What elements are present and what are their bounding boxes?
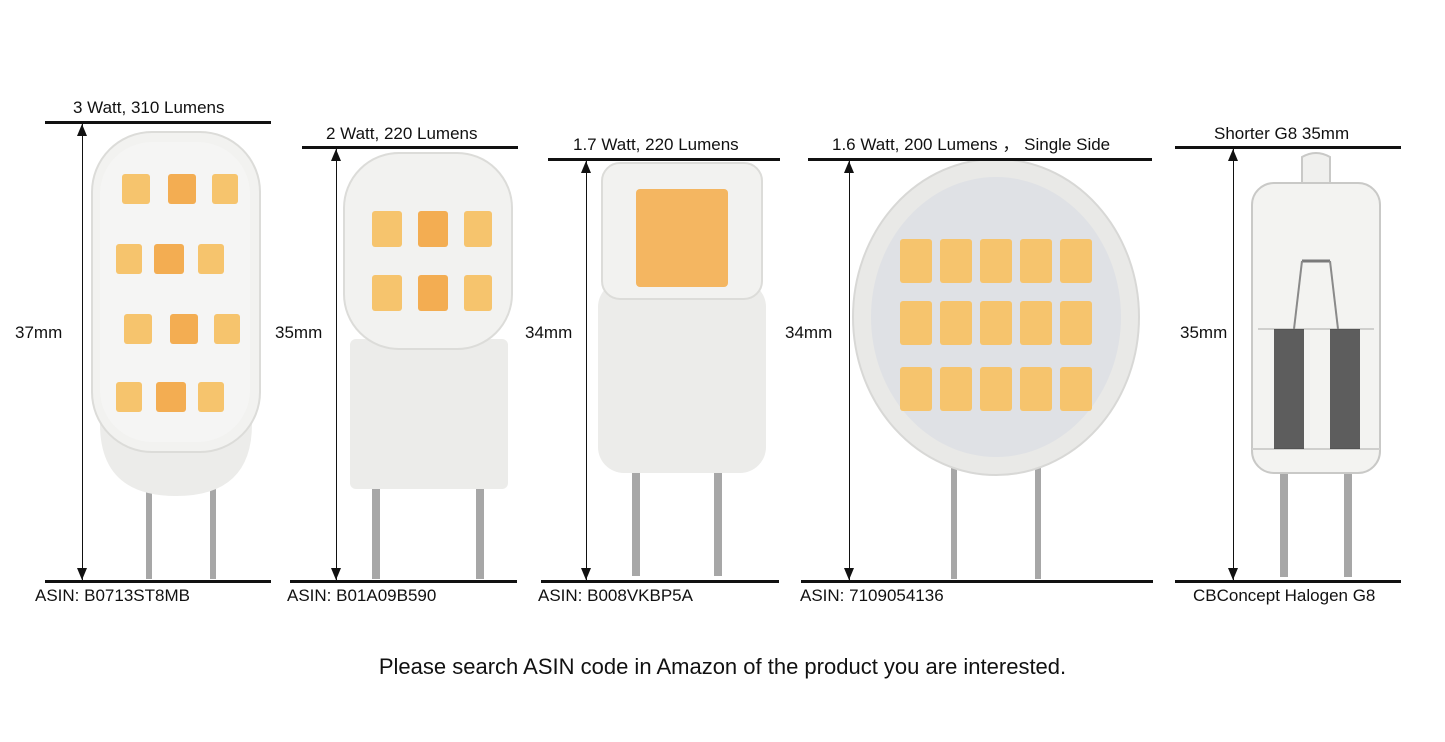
- product-1-height-label: 37mm: [15, 323, 63, 342]
- product-4-dimension-line: [849, 161, 850, 580]
- product-1-arrow-down-icon: [77, 568, 87, 580]
- cob-led-bulb-icon: [598, 162, 766, 576]
- product-5-top-label: Shorter G8 35mm: [1214, 124, 1350, 143]
- product-2-bottom-label: ASIN: B01A09B590: [287, 586, 437, 605]
- product-4-height-label: 34mm: [785, 323, 833, 342]
- product-5-bottom-label: CBConcept Halogen G8: [1193, 586, 1376, 605]
- product-4-arrow-up-icon: [844, 161, 854, 173]
- product-2-dimension-line: [336, 149, 337, 580]
- product-2-arrow-up-icon: [331, 149, 341, 161]
- product-4-bottom-line: [801, 580, 1153, 583]
- product-1-top-line: [45, 121, 271, 124]
- halogen-bulb-icon: [1251, 152, 1381, 577]
- led-corn-bulb-icon: [91, 131, 261, 579]
- product-3-bottom-label: ASIN: B008VKBP5A: [538, 586, 693, 605]
- product-2-arrow-down-icon: [331, 568, 341, 580]
- product-5-dimension-line: [1233, 149, 1234, 580]
- product-1-bottom-label: ASIN: B0713ST8MB: [35, 586, 190, 605]
- product-4-top-line: [808, 158, 1152, 161]
- product-3-arrow-down-icon: [581, 568, 591, 580]
- product-5-arrow-up-icon: [1228, 149, 1238, 161]
- product-1-arrow-up-icon: [77, 124, 87, 136]
- product-1-bottom-line: [45, 580, 271, 583]
- disc-led-bulb-icon: [852, 161, 1140, 579]
- product-3-bottom-line: [541, 580, 779, 583]
- product-2-top-label: 2 Watt, 220 Lumens: [326, 124, 478, 143]
- product-4-bottom-label: ASIN: 7109054136: [800, 586, 944, 605]
- product-5-bottom-line: [1175, 580, 1401, 583]
- led-corn-bulb-icon: [343, 152, 513, 579]
- product-3-dimension-line: [586, 161, 587, 580]
- product-5-height-label: 35mm: [1180, 323, 1228, 342]
- product-3-top-line: [548, 158, 780, 161]
- product-4-top-label: 1.6 Watt, 200 Lumens ， Single Side: [832, 135, 1111, 154]
- product-5-arrow-down-icon: [1228, 568, 1238, 580]
- product-4-arrow-down-icon: [844, 568, 854, 580]
- product-2-bottom-line: [290, 580, 517, 583]
- footer-note: Please search ASIN code in Amazon of the…: [378, 654, 1067, 679]
- product-1-top-label: 3 Watt, 310 Lumens: [73, 98, 225, 117]
- product-2-top-line: [302, 146, 518, 149]
- product-5-top-line: [1175, 146, 1401, 149]
- product-1-dimension-line: [82, 124, 83, 580]
- product-3-top-label: 1.7 Watt, 220 Lumens: [573, 135, 739, 154]
- product-2-height-label: 35mm: [275, 323, 323, 342]
- product-3-arrow-up-icon: [581, 161, 591, 173]
- product-3-height-label: 34mm: [525, 323, 573, 342]
